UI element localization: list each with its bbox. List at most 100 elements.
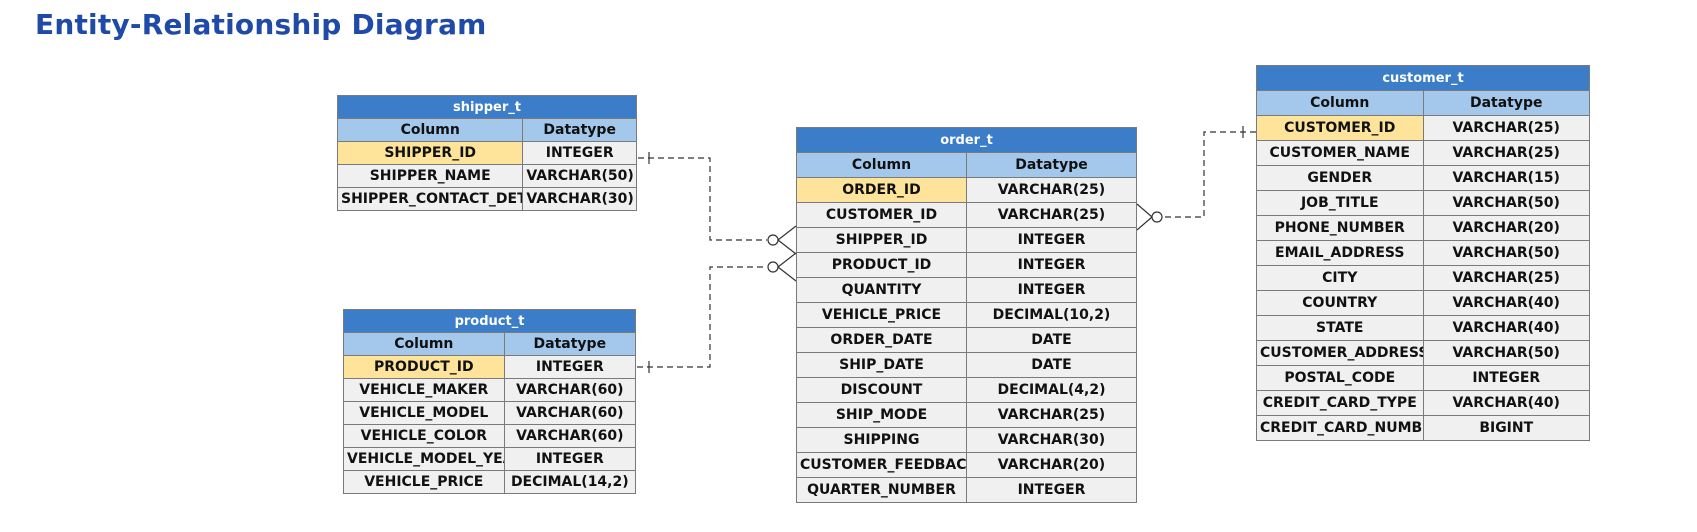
column-datatype: VARCHAR(60) — [503, 378, 637, 402]
column-datatype: VARCHAR(40) — [1422, 315, 1590, 341]
table-row: SHIPPER_CONTACT_DETAILSVARCHAR(30) — [336, 187, 637, 211]
column-datatype: INTEGER — [503, 355, 637, 379]
column-name: QUANTITY — [796, 277, 967, 303]
column-name: CITY — [1256, 265, 1424, 291]
column-name: CREDIT_CARD_NUMBER — [1256, 415, 1424, 441]
column-datatype: VARCHAR(50) — [1422, 340, 1590, 366]
page-title: Entity-Relationship Diagram — [35, 8, 487, 41]
column-name: GENDER — [1256, 165, 1424, 191]
column-name: PRODUCT_ID — [796, 252, 967, 278]
column-name: PHONE_NUMBER — [1256, 215, 1424, 241]
column-name: EMAIL_ADDRESS — [1256, 240, 1424, 266]
column-datatype: VARCHAR(30) — [522, 187, 637, 211]
column-name: SHIPPING — [796, 427, 967, 453]
column-name: QUARTER_NUMBER — [796, 477, 967, 503]
column-datatype: VARCHAR(40) — [1422, 290, 1590, 316]
column-datatype: VARCHAR(25) — [1422, 140, 1590, 166]
relationship-shipper-order — [638, 152, 797, 255]
column-datatype: VARCHAR(50) — [1422, 240, 1590, 266]
column-name: CUSTOMER_ADDRESS — [1256, 340, 1424, 366]
relationship-product-order — [637, 252, 797, 373]
column-name: VEHICLE_PRICE — [343, 470, 505, 494]
column-name: VEHICLE_PRICE — [796, 302, 967, 328]
column-datatype: BIGINT — [1422, 415, 1590, 441]
column-datatype: VARCHAR(25) — [966, 177, 1137, 203]
column-name: SHIPPER_ID — [796, 227, 967, 253]
primary-key-column: PRODUCT_ID — [343, 355, 505, 379]
column-name: DISCOUNT — [796, 377, 967, 403]
primary-key-column: CUSTOMER_ID — [1256, 115, 1424, 141]
column-datatype: INTEGER — [522, 141, 637, 165]
column-datatype: VARCHAR(25) — [966, 202, 1137, 228]
column-name: COUNTRY — [1256, 290, 1424, 316]
table-name: order_t — [796, 127, 1137, 153]
column-header: Column — [336, 118, 524, 142]
column-name: STATE — [1256, 315, 1424, 341]
column-name: CREDIT_CARD_TYPE — [1256, 390, 1424, 416]
column-datatype: INTEGER — [1422, 365, 1590, 391]
column-datatype: INTEGER — [966, 227, 1137, 253]
column-datatype: VARCHAR(50) — [522, 164, 637, 188]
column-datatype: VARCHAR(15) — [1422, 165, 1590, 191]
datatype-header: Datatype — [503, 332, 637, 356]
column-datatype: VARCHAR(40) — [1422, 390, 1590, 416]
column-name: VEHICLE_MODEL_YEAR — [343, 447, 505, 471]
table-row: CREDIT_CARD_NUMBERBIGINT — [1256, 415, 1590, 441]
column-header: Column — [796, 152, 967, 178]
column-datatype: VARCHAR(30) — [966, 427, 1137, 453]
column-name: VEHICLE_MODEL — [343, 401, 505, 425]
column-name: CUSTOMER_FEEDBACK — [796, 452, 967, 478]
column-datatype: VARCHAR(25) — [1422, 115, 1590, 141]
column-name: SHIP_MODE — [796, 402, 967, 428]
primary-key-column: SHIPPER_ID — [336, 141, 524, 165]
column-name: SHIPPER_CONTACT_DETAILS — [336, 187, 524, 211]
column-name: CUSTOMER_ID — [796, 202, 967, 228]
column-datatype: INTEGER — [966, 252, 1137, 278]
column-datatype: INTEGER — [966, 277, 1137, 303]
column-name: CUSTOMER_NAME — [1256, 140, 1424, 166]
column-name: JOB_TITLE — [1256, 190, 1424, 216]
column-name: SHIP_DATE — [796, 352, 967, 378]
column-datatype: VARCHAR(25) — [1422, 265, 1590, 291]
table-name: shipper_t — [337, 95, 637, 119]
column-name: POSTAL_CODE — [1256, 365, 1424, 391]
table-name: customer_t — [1256, 65, 1590, 91]
table-name: product_t — [343, 309, 636, 333]
column-name: ORDER_DATE — [796, 327, 967, 353]
relationship-customer-order — [1136, 126, 1256, 231]
table-row: VEHICLE_MODEL_YEARINTEGER — [343, 447, 637, 471]
column-datatype: VARCHAR(25) — [966, 402, 1137, 428]
column-datatype: VARCHAR(60) — [503, 401, 637, 425]
column-header: Column — [1256, 90, 1424, 116]
column-name: VEHICLE_MAKER — [343, 378, 505, 402]
column-header: Column — [343, 332, 505, 356]
